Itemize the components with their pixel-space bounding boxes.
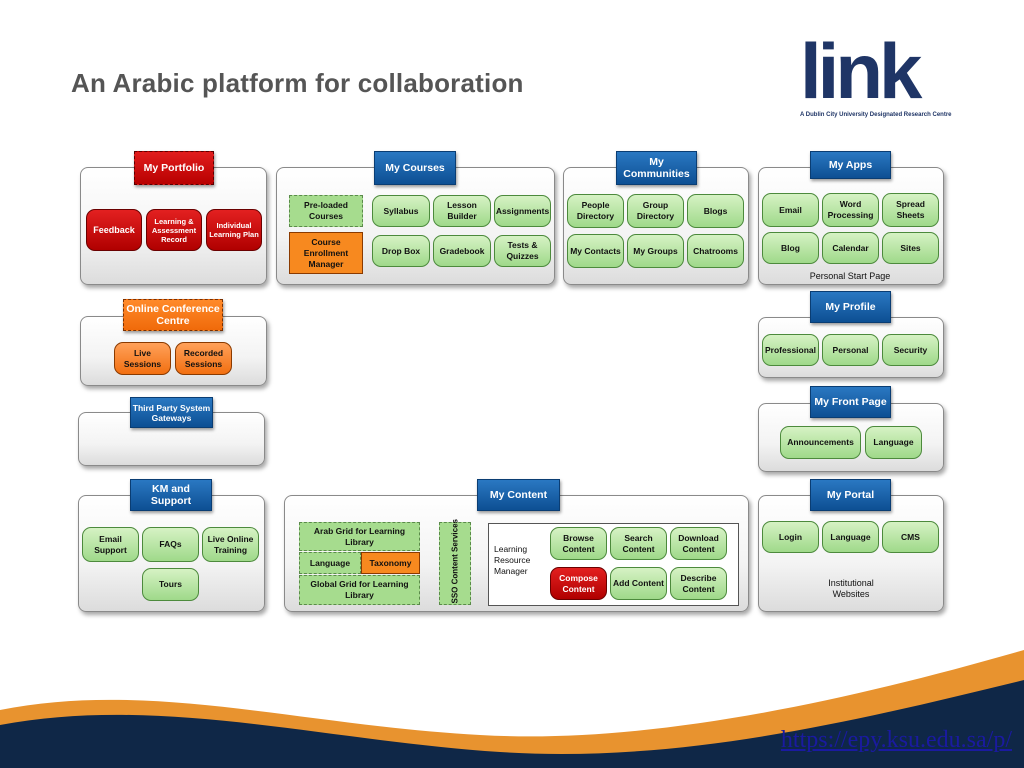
link-logo: link A Dublin City University Designated… xyxy=(798,32,968,124)
course-item-assignments[interactable]: Assignments xyxy=(494,195,551,227)
content-item-describe[interactable]: Describe Content xyxy=(670,567,727,600)
app-item-word-processing[interactable]: Word Processing xyxy=(822,193,879,227)
course-item-gradebook[interactable]: Gradebook xyxy=(433,235,491,267)
sso-content-services[interactable]: SSO Content Services xyxy=(439,519,471,605)
content-item-download[interactable]: Download Content xyxy=(670,527,727,560)
course-item-lesson-builder[interactable]: Lesson Builder xyxy=(433,195,491,227)
km-item-tours[interactable]: Tours xyxy=(142,568,199,601)
community-item-group-directory[interactable]: Group Directory xyxy=(627,194,684,228)
content-item-compose[interactable]: Compose Content xyxy=(550,567,607,600)
profile-item-security[interactable]: Security xyxy=(882,334,939,366)
course-item-tests-quizzes[interactable]: Tests & Quizzes xyxy=(494,235,551,267)
app-item-blog[interactable]: Blog xyxy=(762,232,819,264)
apps-header[interactable]: My Apps xyxy=(810,151,891,179)
app-item-email[interactable]: Email xyxy=(762,193,819,227)
slide-title: An Arabic platform for collaboration xyxy=(71,68,524,98)
portal-footer: Institutional Websites xyxy=(828,578,874,599)
portal-item-cms[interactable]: CMS xyxy=(882,521,939,553)
content-item-search[interactable]: Search Content xyxy=(610,527,667,560)
content-item-add[interactable]: Add Content xyxy=(610,567,667,600)
conference-header[interactable]: Online Conference Centre xyxy=(123,299,223,331)
frontpage-item-announcements[interactable]: Announcements xyxy=(780,426,861,459)
community-item-chatrooms[interactable]: Chatrooms xyxy=(687,234,744,268)
logo-subtitle: A Dublin City University Designated Rese… xyxy=(800,112,952,118)
course-item-syllabus[interactable]: Syllabus xyxy=(372,195,430,227)
portfolio-item-learning-record[interactable]: Learning & Assessment Record xyxy=(146,209,202,251)
profile-item-personal[interactable]: Personal xyxy=(822,334,879,366)
portal-group xyxy=(758,495,944,612)
source-url-link[interactable]: https://epy.ksu.edu.sa/p/ xyxy=(780,727,1012,753)
courses-header[interactable]: My Courses xyxy=(374,151,456,185)
gateways-header[interactable]: Third Party System Gateways xyxy=(130,397,213,428)
km-item-email-support[interactable]: Email Support xyxy=(82,527,139,562)
frontpage-header[interactable]: My Front Page xyxy=(810,386,891,418)
km-item-live-online-training[interactable]: Live Online Training xyxy=(202,527,259,562)
preloaded-courses[interactable]: Pre-loaded Courses xyxy=(289,195,363,227)
profile-header[interactable]: My Profile xyxy=(810,291,891,323)
portal-item-login[interactable]: Login xyxy=(762,521,819,553)
content-header[interactable]: My Content xyxy=(477,479,560,511)
communities-header[interactable]: My Communities xyxy=(616,151,697,185)
course-enrollment-manager[interactable]: Course Enrollment Manager xyxy=(289,232,363,274)
frontpage-item-language[interactable]: Language xyxy=(865,426,922,459)
portal-header[interactable]: My Portal xyxy=(810,479,891,511)
global-grid-library[interactable]: Global Grid for Learning Library xyxy=(299,575,420,605)
logo-wordmark: link xyxy=(800,27,922,115)
community-item-blogs[interactable]: Blogs xyxy=(687,194,744,228)
content-item-browse[interactable]: Browse Content xyxy=(550,527,607,560)
km-header[interactable]: KM and Support xyxy=(130,479,212,511)
course-item-drop-box[interactable]: Drop Box xyxy=(372,235,430,267)
content-language[interactable]: Language xyxy=(299,552,361,574)
portfolio-item-feedback[interactable]: Feedback xyxy=(86,209,142,251)
portal-item-language[interactable]: Language xyxy=(822,521,879,553)
learning-resource-manager-label: Learning Resource Manager xyxy=(494,544,531,576)
conference-item-recorded-sessions[interactable]: Recorded Sessions xyxy=(175,342,232,375)
arab-grid-library[interactable]: Arab Grid for Learning Library xyxy=(299,522,420,551)
portfolio-header[interactable]: My Portfolio xyxy=(134,151,214,185)
community-item-my-groups[interactable]: My Groups xyxy=(627,234,684,268)
footer-wave-decoration xyxy=(0,650,1024,768)
app-item-calendar[interactable]: Calendar xyxy=(822,232,879,264)
conference-item-live-sessions[interactable]: Live Sessions xyxy=(114,342,171,375)
km-item-faqs[interactable]: FAQs xyxy=(142,527,199,562)
portfolio-item-learning-plan[interactable]: Individual Learning Plan xyxy=(206,209,262,251)
sso-content-services-label: SSO Content Services xyxy=(450,519,460,604)
profile-item-professional[interactable]: Professional xyxy=(762,334,819,366)
app-item-sites[interactable]: Sites xyxy=(882,232,939,264)
community-item-people-directory[interactable]: People Directory xyxy=(567,194,624,228)
community-item-my-contacts[interactable]: My Contacts xyxy=(567,234,624,268)
apps-footer: Personal Start Page xyxy=(809,271,891,281)
content-taxonomy[interactable]: Taxonomy xyxy=(361,552,420,574)
app-item-spread-sheets[interactable]: Spread Sheets xyxy=(882,193,939,227)
